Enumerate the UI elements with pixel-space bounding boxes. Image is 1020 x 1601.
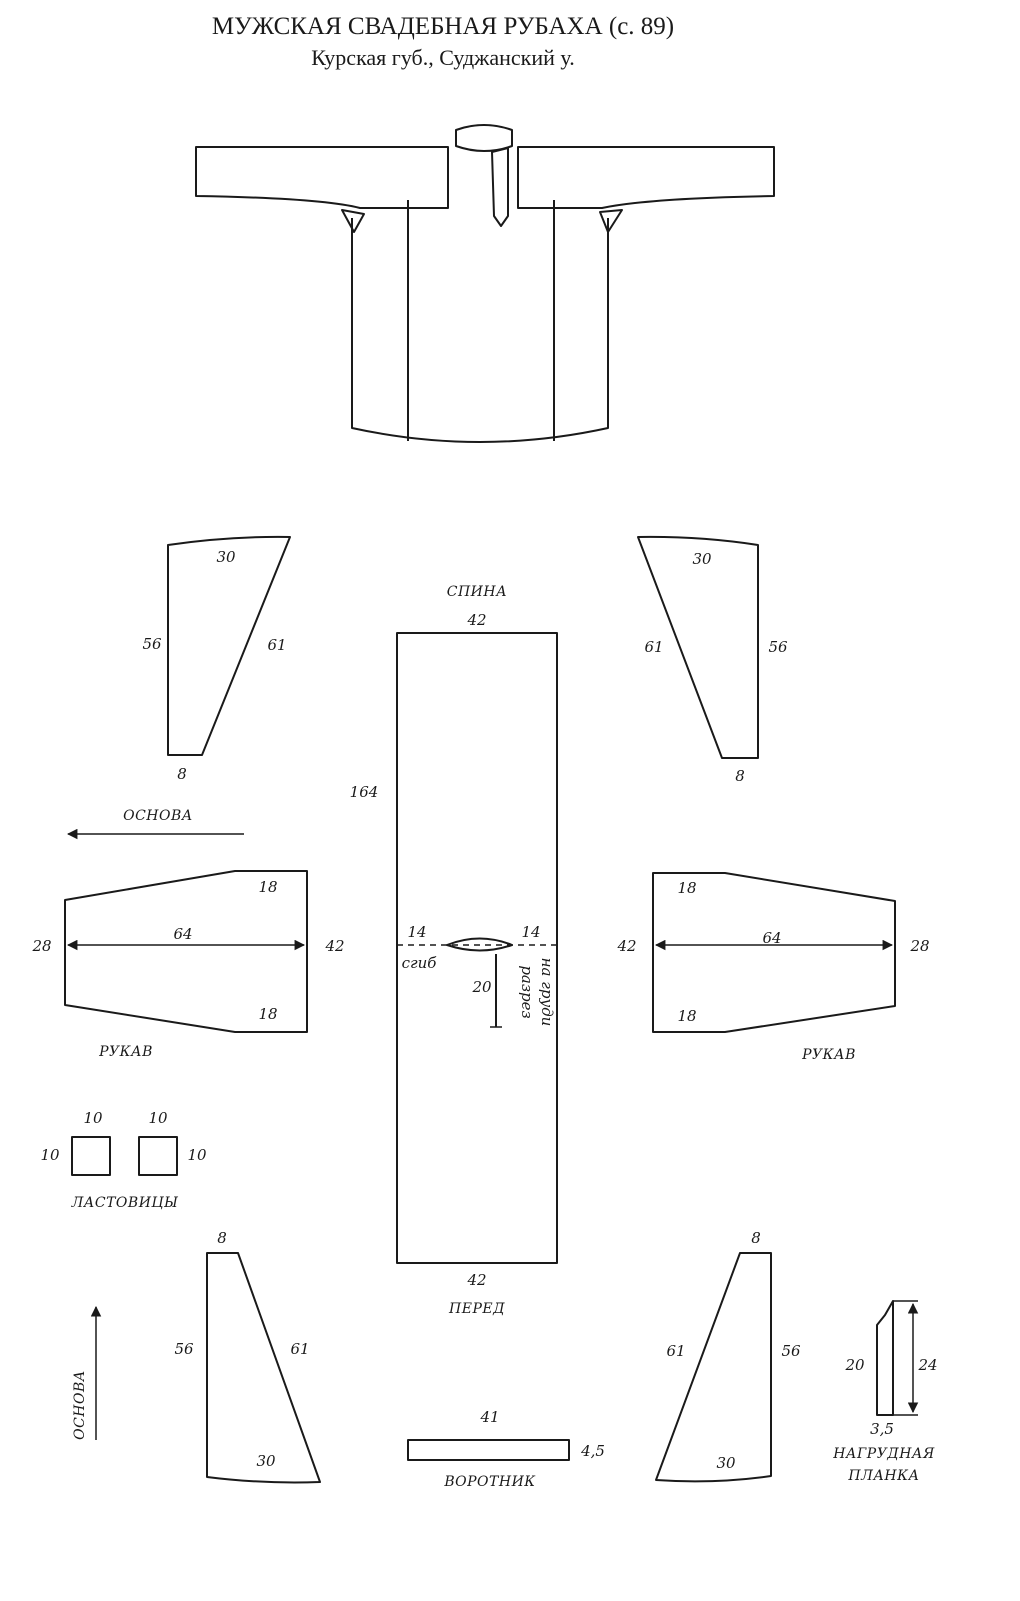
gusset-top-dim: 10 [148,1109,168,1127]
placket-outline [876,1300,894,1416]
sleeve-wrist-dim: 28 [31,937,51,955]
sleeve-wrist-dim: 28 [909,937,929,955]
gusset-side-dim: 10 [187,1146,207,1164]
shirt-body-outline [351,218,609,443]
fold-label: сгиб [402,954,438,972]
neck-right-dim: 14 [521,923,540,941]
shirt-collar [455,124,513,152]
collar-height-dim: 4,5 [580,1442,605,1460]
gore-upper-left: 30 56 61 8 [142,535,291,783]
shirt-illustration [195,124,775,443]
gore-lower-left: 8 56 61 30 [174,1229,321,1484]
sleeve-label: РУКАВ [98,1044,153,1060]
placket-length-dim: 24 [917,1356,937,1374]
collar-piece: 41 4,5 ВОРОТНИК [407,1408,605,1490]
page-subtitle: Курская губ., Суджанский у. [311,45,574,70]
collar-outline [407,1439,570,1461]
placket-label-line1: НАГРУДНАЯ [832,1446,935,1462]
gore-top-dim: 30 [716,1454,736,1472]
shirt-right-sleeve [517,146,775,209]
gore-bottom-dim: 8 [177,765,187,783]
gusset-top-dim: 10 [83,1109,103,1127]
gore-side-dim: 56 [768,638,788,656]
gore-upper-right: 30 61 56 8 [637,535,788,785]
shirt-placket [491,147,509,227]
collar-label: ВОРОТНИК [443,1474,536,1490]
gore-bottom-dim: 8 [735,767,745,785]
gusset-right-square [138,1136,178,1176]
body-panel-outline [396,632,558,1264]
gore-bottom-dim: 8 [751,1229,761,1247]
collar-length-dim: 41 [479,1408,499,1426]
gore-top-dim: 30 [256,1452,276,1470]
gore-lower-right: 8 61 56 30 [655,1229,801,1483]
chest-placket: 24 20 3,5 НАГРУДНАЯ ПЛАНКА [832,1300,938,1484]
sleeve-half-top-dim: 18 [677,879,696,897]
sleeve-label: РУКАВ [801,1047,856,1063]
slit-length-dim: 20 [471,978,492,996]
sleeve-left: 64 28 42 18 18 РУКАВ [31,870,345,1060]
sleeve-half-top-dim: 18 [258,878,277,896]
gore-top-dim: 30 [692,550,712,568]
body-bottom-width-dim: 42 [466,1271,486,1289]
shirt-right-gusset [599,209,623,233]
warp-arrow-vertical: ОСНОВА [72,1305,102,1440]
body-top-width-dim: 42 [466,611,486,629]
neck-left-dim: 14 [407,923,426,941]
body-length-dim: 164 [350,783,379,801]
warp-arrow-horizontal: ОСНОВА [66,808,244,840]
gore-top-dim: 30 [216,548,236,566]
neck-opening [446,937,513,952]
gore-slant-dim: 61 [666,1342,685,1360]
placket-label-line2: ПЛАНКА [847,1468,919,1484]
shirt-left-sleeve [195,146,449,209]
gore-side-dim: 56 [781,1342,801,1360]
gusset-left-square [71,1136,111,1176]
gore-bottom-dim: 8 [217,1229,227,1247]
gussets-label: ЛАСТОВИЦЫ [71,1195,179,1211]
slit-label-line1: разрез [518,965,536,1018]
sleeve-shoulder-dim: 42 [324,937,344,955]
gore-lower-right-outline [655,1252,772,1483]
body-panel: СПИНА 42 164 14 14 сгиб 20 разрез на гру… [350,584,558,1317]
gore-slant-dim: 61 [290,1340,309,1358]
gore-lower-left-outline [206,1252,321,1484]
gussets: 10 10 10 10 ЛАСТОВИЦЫ [40,1109,207,1211]
placket-width-dim: 3,5 [870,1420,894,1438]
page-title: МУЖСКАЯ СВАДЕБНАЯ РУБАХА (с. 89) [212,13,674,40]
sleeve-half-bottom-dim: 18 [258,1005,277,1023]
gore-upper-right-outline [637,535,759,759]
shirt-left-gusset [341,209,365,233]
sleeve-half-bottom-dim: 18 [677,1007,696,1025]
gore-slant-dim: 61 [644,638,663,656]
sleeve-shoulder-dim: 42 [616,937,636,955]
sleeve-length-dim: 64 [173,925,192,943]
gore-slant-dim: 61 [267,636,286,654]
gusset-side-dim: 10 [40,1146,60,1164]
sleeve-right-outline [652,872,896,1033]
gore-upper-left-outline [167,535,291,756]
placket-inner-dim: 20 [844,1356,865,1374]
sleeve-length-dim: 64 [762,929,781,947]
gore-side-dim: 56 [142,635,162,653]
sleeve-left-outline [64,870,308,1033]
slit-label-line2: на груди [538,958,556,1027]
warp-label: ОСНОВА [123,808,193,824]
front-label: ПЕРЕД [448,1301,505,1317]
gore-side-dim: 56 [174,1340,194,1358]
warp-label: ОСНОВА [72,1370,88,1440]
back-label: СПИНА [447,584,507,600]
sleeve-right: 64 42 28 18 18 РУКАВ [616,872,930,1063]
